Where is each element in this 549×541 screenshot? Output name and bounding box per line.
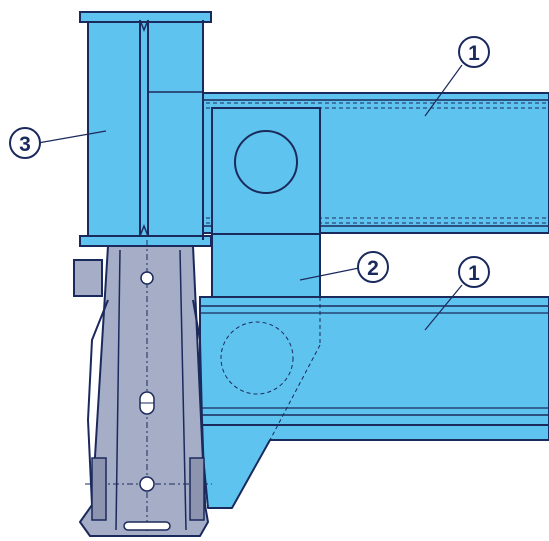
leader-line-lower-beam: [424, 284, 463, 331]
upper-beam: [150, 92, 549, 234]
svg-text:2: 2: [367, 257, 379, 280]
post: [73, 240, 212, 537]
leader-line-column: [37, 130, 107, 144]
slot-hole-icon: [123, 521, 171, 531]
connector-plate: [211, 107, 321, 441]
leader-line-upper-beam: [424, 64, 463, 117]
svg-text:3: 3: [19, 133, 31, 156]
lower-beam: [199, 296, 549, 426]
svg-text:1: 1: [468, 42, 480, 65]
column: [79, 11, 212, 247]
hidden-bolt-hole-icon: [220, 321, 294, 395]
leader-line-plate: [299, 267, 360, 281]
callout-upper-beam: 1: [458, 36, 490, 68]
callout-lower-beam: 1: [458, 256, 490, 288]
callout-column: 3: [9, 127, 41, 159]
lower-bracket: [199, 424, 549, 509]
bolt-hole-icon: [234, 130, 298, 194]
bolt-hole-icon: [140, 271, 154, 285]
svg-text:1: 1: [468, 262, 480, 285]
callout-plate: 2: [357, 251, 389, 283]
bolt-hole-icon: [139, 476, 155, 492]
